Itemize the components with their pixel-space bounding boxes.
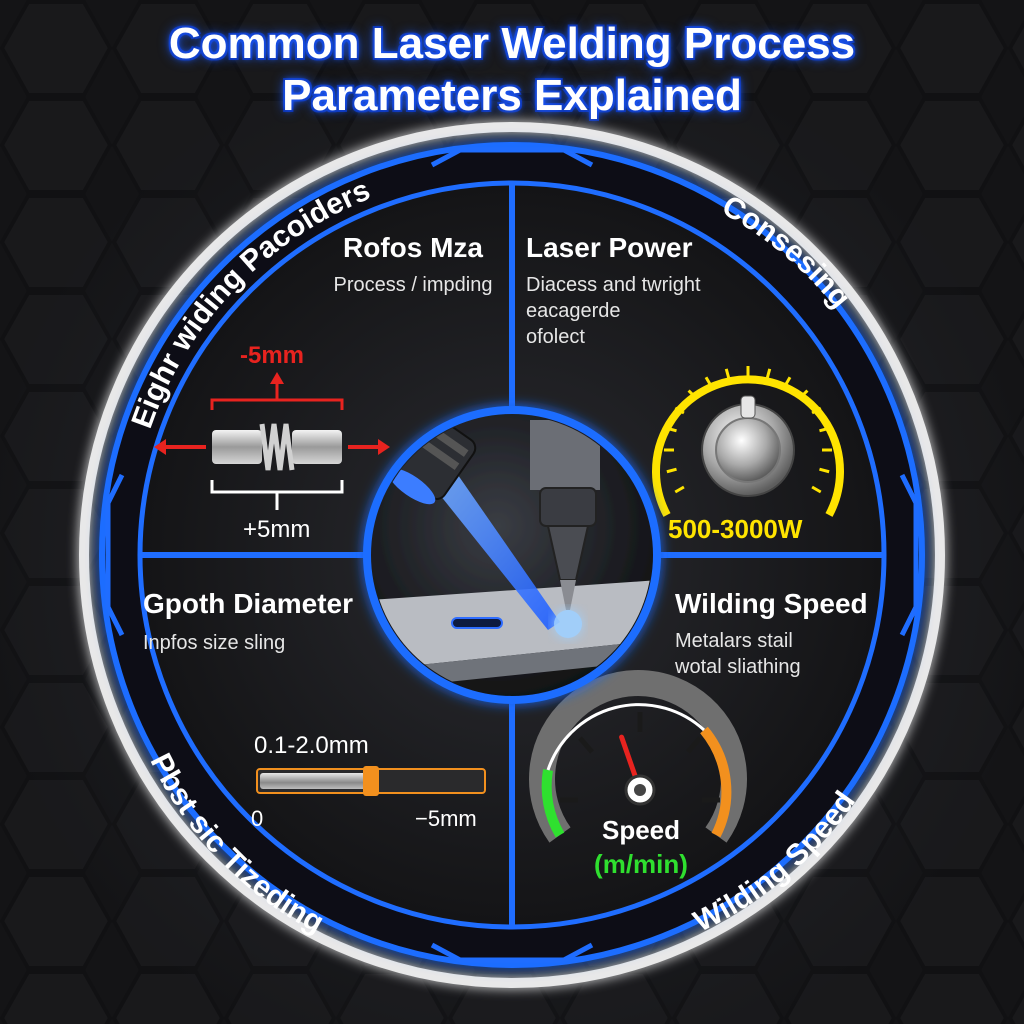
quadrant-line-1: Metalars stail bbox=[675, 630, 793, 652]
knob-tick bbox=[687, 389, 697, 399]
page-title: Common Laser Welding Process Parameters … bbox=[0, 18, 1024, 122]
knob-tick bbox=[819, 426, 830, 433]
quadrant-line-1: Diacess and twright bbox=[526, 274, 701, 296]
outer-glow-ring bbox=[79, 122, 945, 988]
quadrant-bottom-left: Gpoth Diameter Inpfos size sling bbox=[143, 588, 373, 656]
knob-tick bbox=[783, 376, 792, 387]
diameter-slider-track bbox=[256, 766, 486, 796]
range-bottom-label: +5mm bbox=[243, 516, 311, 543]
knob-tick bbox=[811, 485, 822, 494]
knob-tick bbox=[799, 389, 809, 399]
speedometer-icon bbox=[529, 670, 747, 843]
knob-tick bbox=[819, 467, 830, 474]
gauge-label: Speed bbox=[601, 815, 681, 845]
title-line-1: Common Laser Welding Process bbox=[168, 19, 856, 68]
quadrant-heading: Rofos Mza bbox=[343, 232, 483, 263]
ring-notches bbox=[105, 147, 919, 963]
diameter-slider-thumb bbox=[363, 766, 379, 796]
quadrant-subtitle: Process / impding bbox=[333, 274, 493, 296]
quadrant-top-right: Laser Power Diacess and twright eacagerd… bbox=[526, 232, 746, 350]
quadrant-subtitle: Inpfos size sling bbox=[143, 632, 286, 654]
laser-head-icon bbox=[363, 406, 661, 704]
range-top-label: -5mm bbox=[240, 342, 305, 369]
knob-tick bbox=[674, 485, 685, 494]
diameter-max-label: −5mm bbox=[415, 806, 477, 831]
knob-tick bbox=[704, 376, 713, 387]
title-line-2: Parameters Explained bbox=[282, 71, 742, 120]
quadrant-bottom-right: Wilding Speed Metalars stail wotal sliat… bbox=[675, 588, 895, 680]
quadrant-line-2: eacagerde bbox=[526, 300, 621, 322]
quadrant-heading: Laser Power bbox=[526, 232, 693, 263]
quadrant-line-3: ofolect bbox=[526, 326, 585, 348]
diameter-range-label: 0.1-2.0mm bbox=[254, 732, 369, 759]
knob-tick bbox=[666, 426, 677, 433]
weld-joint-icon bbox=[154, 372, 390, 510]
quadrant-heading: Gpoth Diameter bbox=[143, 588, 354, 619]
knob-tick bbox=[666, 467, 677, 474]
knob-tick bbox=[765, 368, 772, 379]
knob-tick bbox=[811, 406, 822, 415]
gauge-unit: (m/min) bbox=[594, 849, 688, 879]
knob-tick bbox=[724, 368, 731, 379]
power-range-value: 500-3000W bbox=[668, 514, 803, 544]
knob-tick bbox=[674, 406, 685, 415]
quadrant-top-left: Rofos Mza Process / impding bbox=[318, 232, 508, 298]
power-knob-icon bbox=[652, 366, 844, 517]
diameter-slider-fill bbox=[260, 773, 371, 789]
quadrant-heading: Wilding Speed bbox=[675, 588, 868, 619]
quadrant-line-2: wotal sliathing bbox=[675, 656, 801, 678]
diameter-min-label: 0 bbox=[251, 806, 264, 831]
